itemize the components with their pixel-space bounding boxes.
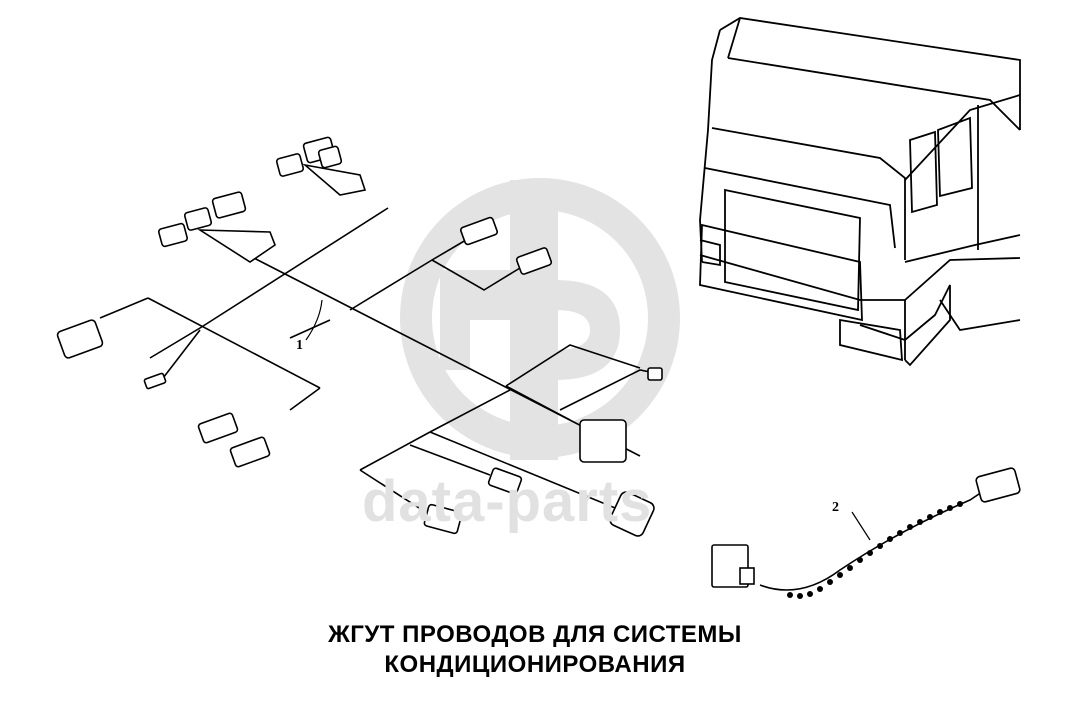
truck-cab-illustration xyxy=(699,17,1021,367)
secondary-harness-beads xyxy=(787,501,963,599)
secondary-wiring-harness xyxy=(711,467,1021,591)
callout-harness-2: 2 xyxy=(832,500,839,515)
watermark-text: data-parts xyxy=(362,469,653,534)
diagram-caption: ЖГУТ ПРОВОДОВ ДЛЯ СИСТЕМЫ КОНДИЦИОНИРОВА… xyxy=(0,620,1070,680)
main-wiring-harness xyxy=(99,163,661,516)
caption-line-1: ЖГУТ ПРОВОДОВ ДЛЯ СИСТЕМЫ xyxy=(328,621,742,648)
caption-line-2: КОНДИЦИОНИРОВАНИЯ xyxy=(384,651,686,678)
callout-harness-1: 1 xyxy=(296,338,303,353)
harness-connectors xyxy=(56,136,663,537)
watermark-logo-icon xyxy=(400,178,680,460)
